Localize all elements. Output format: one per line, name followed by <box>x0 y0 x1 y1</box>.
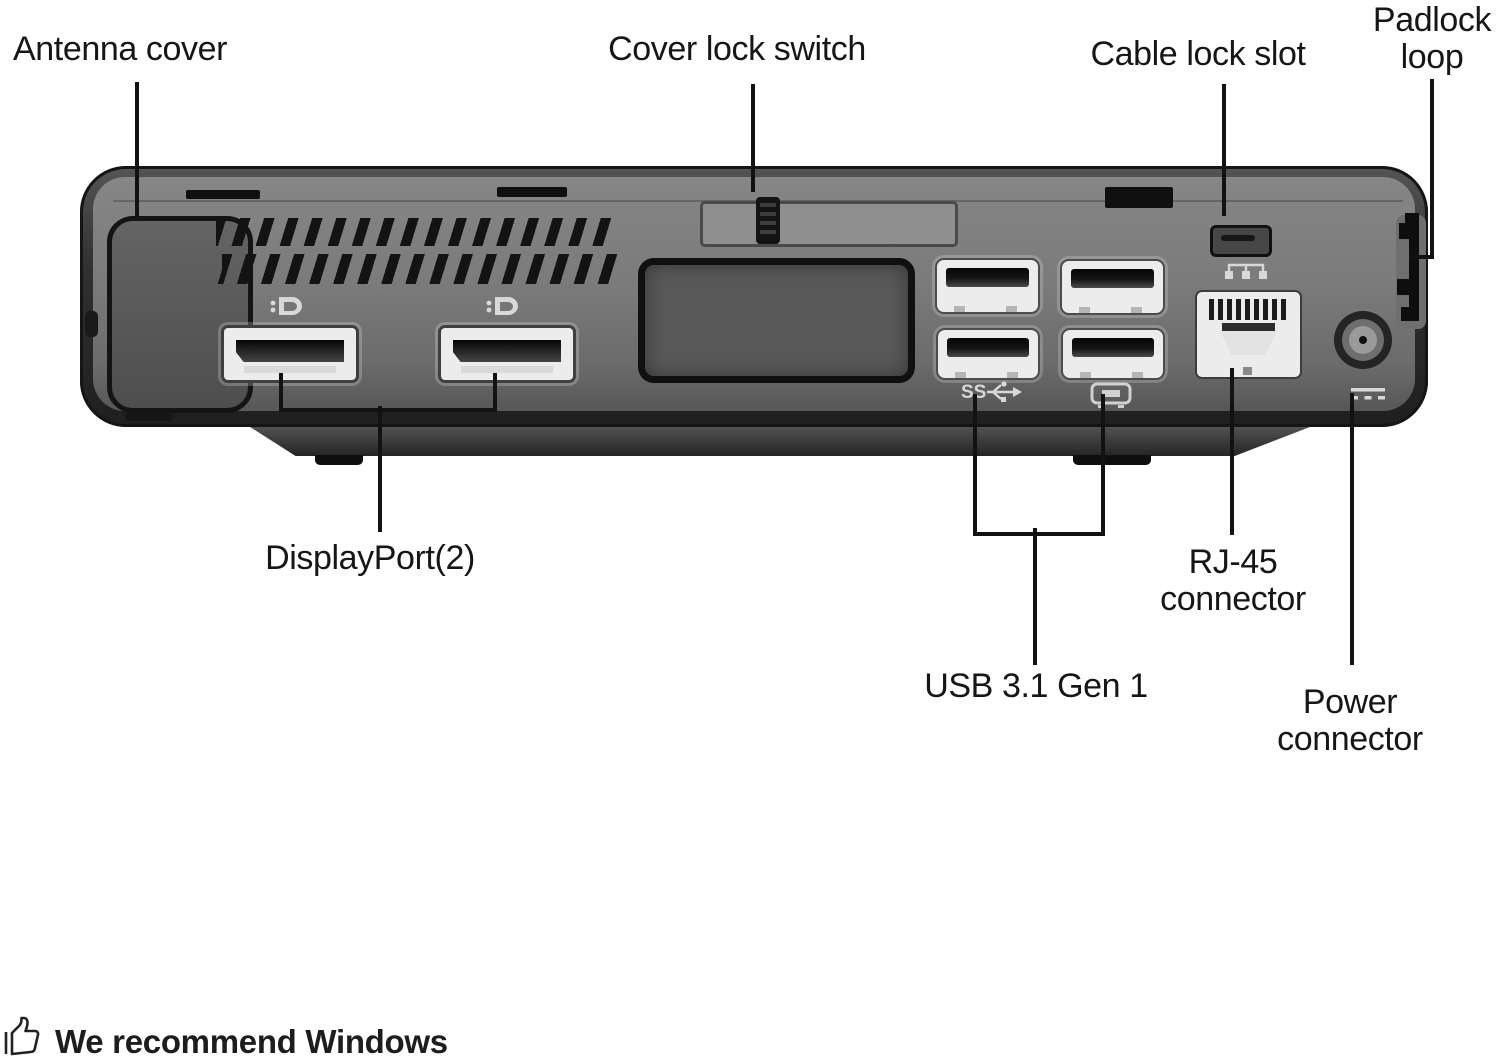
vent-grille-row2 <box>216 254 620 284</box>
chassis-foot-right <box>1073 455 1151 465</box>
rj45-port <box>1195 290 1302 379</box>
superspeed-usb-icon: SS <box>961 381 1022 403</box>
leader-cable-lock-slot <box>1222 84 1226 216</box>
label-rj45: RJ-45 connector <box>1160 544 1306 618</box>
leader-antenna-cover <box>135 82 139 218</box>
leader-displayport <box>378 406 382 532</box>
label-padlock-loop-line1: Padlock <box>1372 1 1492 39</box>
label-cable-lock-slot: Cable lock slot <box>1090 35 1306 73</box>
cover-lock-slot <box>700 201 958 247</box>
label-displayport: DisplayPort(2) <box>265 539 475 577</box>
thumbs-up-icon <box>4 1016 40 1056</box>
rj45-pins <box>1209 299 1288 320</box>
top-tab-right <box>1105 187 1173 208</box>
usb-slot <box>1071 269 1154 288</box>
displayport-slot <box>453 340 561 362</box>
label-rj45-line2: connector <box>1160 580 1306 618</box>
label-power-line2: connector <box>1277 720 1423 758</box>
label-padlock-loop-line2: loop <box>1400 38 1464 76</box>
rj45-bar <box>1222 323 1275 331</box>
displayport-port-1 <box>221 325 359 383</box>
padlock-loop <box>1397 213 1419 321</box>
rj45-notch <box>1243 367 1252 375</box>
svg-text:SS: SS <box>961 382 986 403</box>
vent-grille-row1 <box>216 218 613 246</box>
ethernet-icon <box>1225 263 1267 279</box>
usb-port-top-left <box>935 258 1040 314</box>
displayport-port-2 <box>438 325 576 383</box>
bottom-dash <box>125 413 173 421</box>
cover-lock-switch-ridges <box>760 203 776 238</box>
leader-cover-lock-switch <box>751 84 755 192</box>
usb-slot <box>946 268 1029 287</box>
blanking-plate <box>638 258 915 383</box>
displayport-icon <box>486 297 518 315</box>
power-connector-inner <box>1349 326 1377 354</box>
leader-power <box>1350 393 1354 665</box>
usb-slot <box>947 338 1029 357</box>
label-power: Power connector <box>1277 684 1423 758</box>
top-tab-left <box>186 190 260 199</box>
label-rj45-line1: RJ-45 <box>1188 543 1278 581</box>
power-connector-pin <box>1359 336 1367 344</box>
displayport-lip <box>244 366 336 373</box>
cable-lock-slot-opening <box>1221 235 1255 241</box>
label-padlock-loop: Padlock loop <box>1372 1 1492 76</box>
usb-port-bottom-left <box>936 328 1040 380</box>
bracket-displayport <box>279 373 497 412</box>
displayport-slot <box>236 340 344 362</box>
usb-port-bottom-right <box>1061 328 1165 380</box>
power-connector <box>1334 311 1392 369</box>
label-power-line1: Power <box>1302 683 1398 721</box>
footer-recommendation: We recommend Windows <box>55 1023 448 1060</box>
label-cover-lock-switch: Cover lock switch <box>608 30 866 68</box>
chassis-base <box>250 427 1310 456</box>
side-nub <box>85 311 98 337</box>
top-tab-middle <box>497 187 567 197</box>
leader-usb <box>1033 528 1037 665</box>
cable-lock-slot <box>1210 225 1272 257</box>
label-antenna-cover: Antenna cover <box>13 30 228 68</box>
chassis-foot-left <box>315 455 363 465</box>
rj45-latch <box>1220 331 1277 355</box>
leader-padlock-loop-h <box>1410 255 1434 259</box>
leader-padlock-loop <box>1430 79 1434 259</box>
displayport-lip <box>461 366 553 373</box>
dc-power-icon <box>1351 388 1385 400</box>
displayport-icon <box>270 297 302 315</box>
leader-rj45 <box>1230 368 1234 535</box>
usb-slot <box>1072 338 1154 357</box>
rear-panel-face: SS <box>85 177 1426 421</box>
bracket-usb <box>973 394 1105 536</box>
usb-port-top-right <box>1060 259 1165 315</box>
power-connector-ring <box>1342 319 1384 361</box>
cover-lock-switch <box>756 197 780 244</box>
label-usb: USB 3.1 Gen 1 <box>924 667 1148 705</box>
